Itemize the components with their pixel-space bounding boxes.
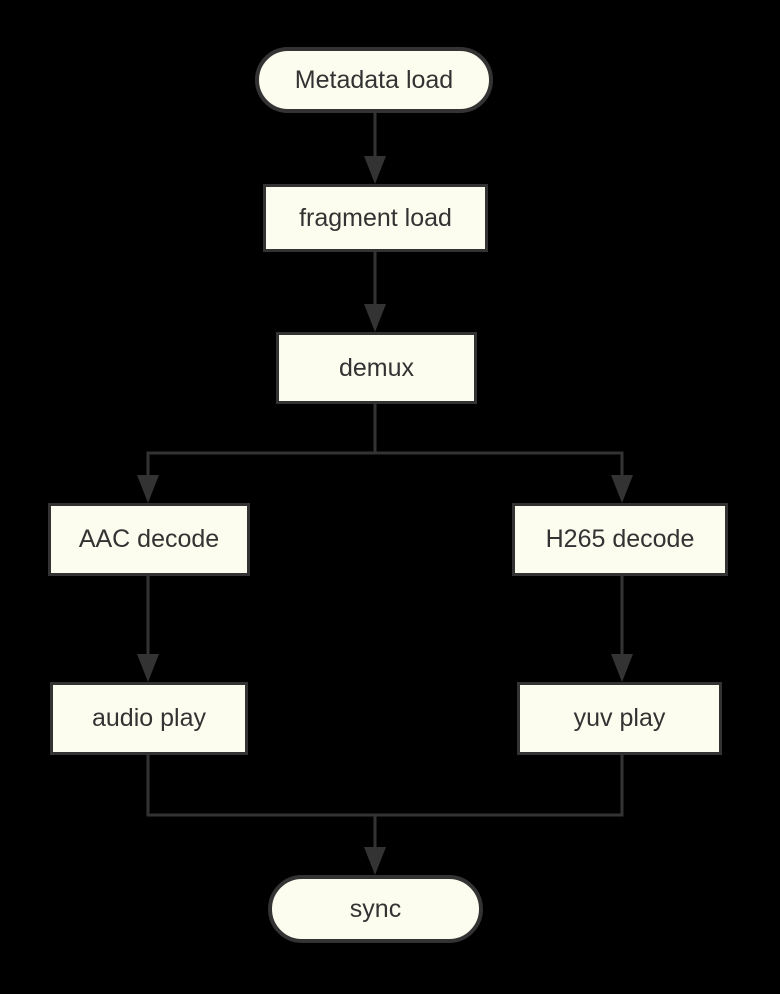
node-metadata-load: Metadata load: [255, 47, 493, 113]
node-aac-decode-label: AAC decode: [78, 525, 220, 553]
node-yuv-play-label: yuv play: [573, 704, 666, 732]
node-h265-decode-label: H265 decode: [545, 525, 695, 553]
edge-merge-to-sync-arrowhead: [364, 847, 386, 875]
node-demux-label: demux: [338, 353, 415, 382]
node-sync-label: sync: [349, 894, 402, 923]
node-h265-decode: H265 decode: [512, 503, 728, 576]
node-sync: sync: [268, 875, 483, 943]
edge-demux-to-h265-arrowhead: [611, 475, 633, 503]
edge-metadata-to-fragment-arrowhead: [364, 156, 386, 184]
edge-merge-rail: [146, 755, 624, 817]
edge-demux-to-aac-arrowhead: [137, 475, 159, 503]
edge-demux-split-rail: [146, 451, 624, 479]
node-metadata-load-label: Metadata load: [294, 65, 454, 94]
edge-fragment-to-demux-arrowhead: [364, 304, 386, 332]
node-yuv-play: yuv play: [517, 682, 722, 755]
node-fragment-load: fragment load: [263, 184, 488, 252]
node-audio-play: audio play: [50, 682, 248, 755]
edge-aac-to-audio-arrowhead: [137, 654, 159, 682]
node-aac-decode: AAC decode: [48, 503, 250, 576]
node-demux: demux: [276, 332, 477, 404]
node-audio-play-label: audio play: [92, 704, 206, 732]
node-fragment-load-label: fragment load: [299, 203, 452, 232]
edge-h265-to-yuv-arrowhead: [611, 654, 633, 682]
